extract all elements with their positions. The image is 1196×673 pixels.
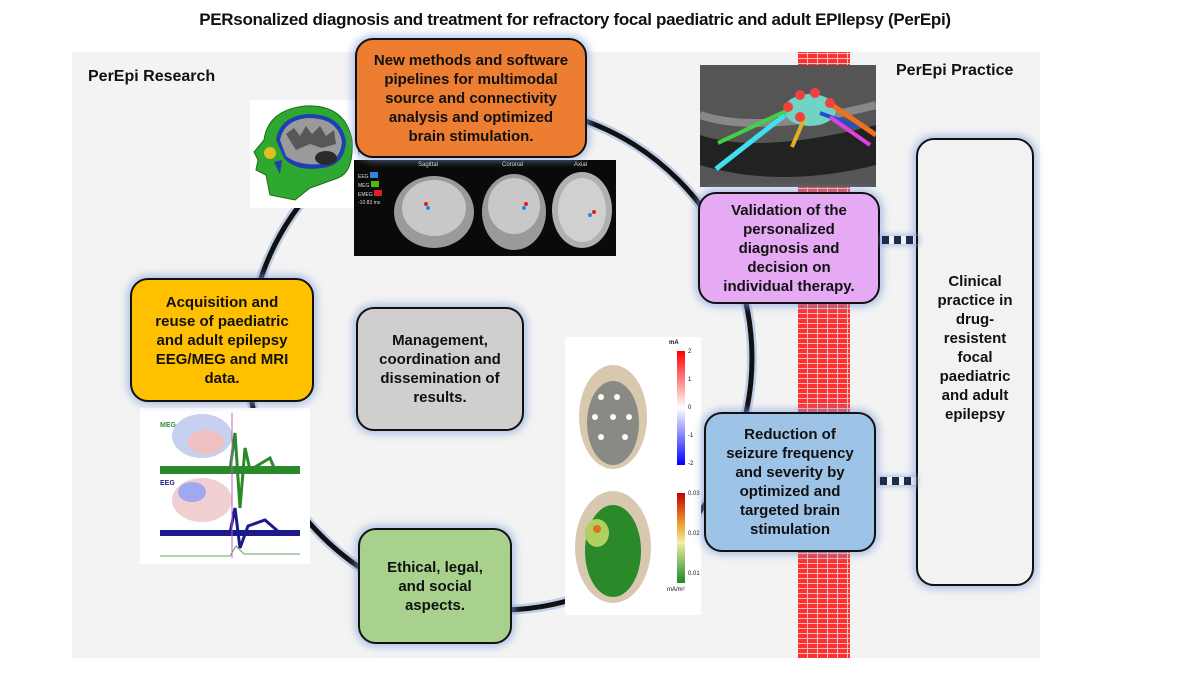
current-tick-1: 1 [688, 377, 692, 383]
legend-meg: MEG [358, 181, 382, 190]
density-colorbar [677, 493, 685, 583]
legend-emeg: EMEG [358, 190, 383, 199]
density-tick-003: 0.03 [688, 491, 700, 497]
head-model-image [250, 100, 358, 208]
connector-reduction-clinical [880, 477, 916, 485]
meg-label: MEG [160, 422, 176, 429]
view-label-axial: Axial [574, 162, 588, 168]
mri-views-image: EEG MEG EMEG -10.83 ms Sagittal Coronal … [354, 160, 616, 256]
current-tick-neg2: -2 [688, 461, 694, 467]
box-clinical-practice: Clinical practice in drug- resistent foc… [916, 138, 1034, 586]
density-tick-001: 0.01 [688, 571, 700, 577]
density-unit: mA/m² [667, 587, 685, 593]
current-colorbar [677, 351, 685, 465]
density-tick-002: 0.02 [688, 531, 700, 537]
section-label-research: PerEpi Research [88, 68, 216, 85]
connector-validation-clinical [882, 236, 918, 244]
section-label-practice: PerEpi Practice [896, 62, 1014, 79]
stimulation-maps-image: mA 2 1 0 -1 -2 0.03 0.02 0.01 mA/m² [565, 337, 701, 615]
current-tick-neg1: -1 [688, 433, 694, 439]
view-label-sagittal: Sagittal [418, 162, 439, 168]
box-new-methods: New methods and software pipelines for m… [355, 38, 587, 158]
electrode-implant-image [700, 65, 876, 187]
box-reduction: Reduction of seizure frequency and sever… [704, 412, 876, 552]
current-tick-2: 2 [688, 349, 692, 355]
eeg-label: EEG [160, 480, 175, 487]
legend-time: -10.83 ms [358, 200, 381, 206]
eeg-meg-waveform-image: MEG EEG [140, 408, 310, 564]
current-unit: mA [669, 340, 679, 346]
box-management: Management, coordination and disseminati… [356, 307, 524, 431]
box-validation: Validation of the personalized diagnosis… [698, 192, 880, 304]
current-tick-0: 0 [688, 405, 692, 411]
legend-eeg: EEG [358, 172, 382, 181]
box-ethics: Ethical, legal, and social aspects. [358, 528, 512, 644]
diagram-title: PERsonalized diagnosis and treatment for… [199, 10, 951, 29]
box-acquisition: Acquisition and reuse of paediatric and … [130, 278, 314, 402]
view-label-coronal: Coronal [502, 162, 524, 168]
